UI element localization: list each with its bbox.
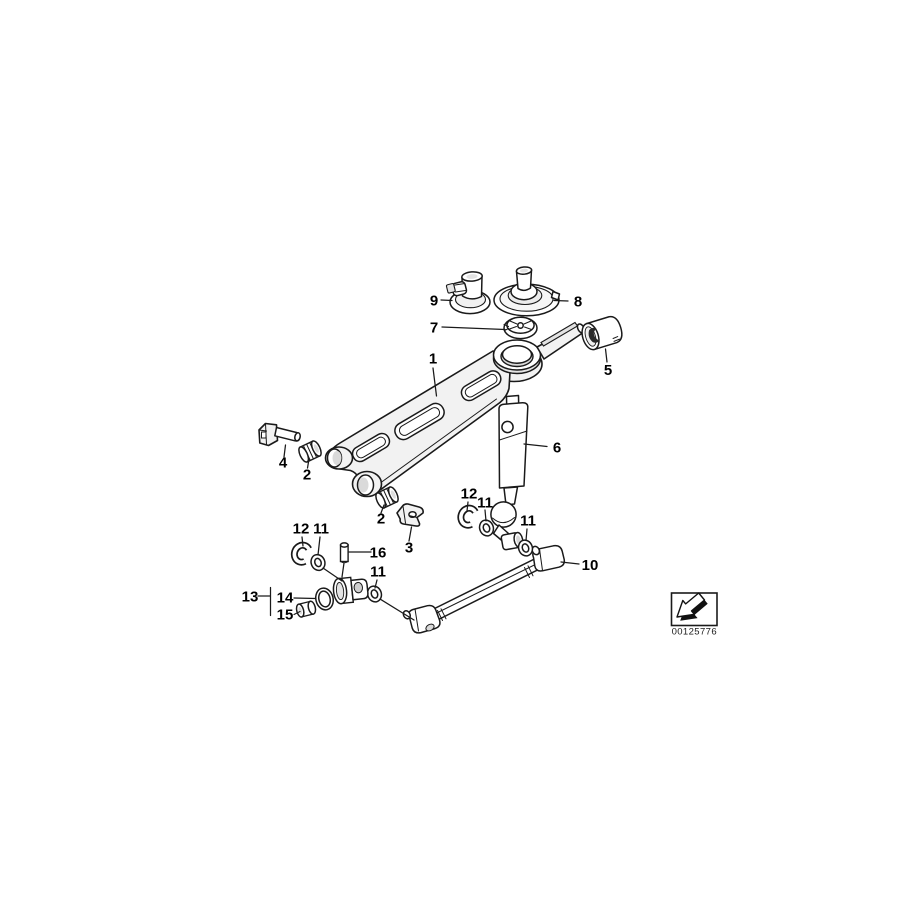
callout-8[interactable]: 8 bbox=[574, 294, 582, 311]
part-15-bushing bbox=[295, 600, 317, 618]
part-11-washer-a bbox=[478, 519, 495, 537]
part-6-damper bbox=[490, 394, 529, 551]
corner-arrow-icon bbox=[676, 592, 708, 621]
part-7-bushing bbox=[503, 316, 538, 340]
callout-15[interactable]: 15 bbox=[277, 607, 294, 624]
part-5-sleeve bbox=[581, 315, 623, 351]
part-11-washer-c bbox=[310, 553, 326, 572]
part-1-shift-arm bbox=[324, 321, 586, 498]
bracket-13-14-15 bbox=[257, 586, 317, 617]
callout-11d[interactable]: 11 bbox=[370, 564, 386, 581]
image-id: 00125776 bbox=[672, 627, 717, 638]
callout-11b[interactable]: 11 bbox=[520, 513, 536, 530]
part-11-washer-b bbox=[517, 539, 534, 557]
id-stamp: 00125776 bbox=[670, 592, 718, 638]
callout-5[interactable]: 5 bbox=[604, 362, 612, 379]
callout-12b[interactable]: 12 bbox=[293, 521, 310, 538]
part-8-boot bbox=[493, 266, 561, 317]
callout-11a[interactable]: 11 bbox=[477, 495, 493, 512]
part-4-pin-lever bbox=[258, 422, 301, 447]
callout-10[interactable]: 10 bbox=[582, 557, 599, 574]
callout-7[interactable]: 7 bbox=[430, 320, 438, 337]
callout-2a[interactable]: 2 bbox=[303, 467, 311, 484]
part-2-bushing-lower bbox=[375, 486, 399, 509]
callout-12a[interactable]: 12 bbox=[461, 486, 478, 503]
part-16-pin bbox=[339, 542, 349, 564]
part-13-joint-socket bbox=[332, 576, 369, 605]
part-12-clip-left bbox=[290, 541, 312, 566]
part-3-bracket bbox=[396, 503, 424, 527]
callout-2b[interactable]: 2 bbox=[377, 511, 385, 528]
callout-4[interactable]: 4 bbox=[279, 455, 288, 472]
callout-14[interactable]: 14 bbox=[277, 590, 294, 607]
part-14-ring bbox=[314, 587, 335, 611]
callout-16[interactable]: 16 bbox=[370, 545, 387, 562]
part-12-clip-right bbox=[457, 504, 479, 529]
part-9-clamp bbox=[445, 271, 491, 315]
callout-1[interactable]: 1 bbox=[429, 351, 437, 368]
callout-11c[interactable]: 11 bbox=[313, 521, 329, 538]
part-10-selector-rod bbox=[402, 544, 566, 634]
part-2-bushing-upper bbox=[298, 440, 322, 463]
leader-lines bbox=[257, 299, 608, 621]
callouts: 1 2 2 3 4 5 6 7 8 9 10 11 11 11 11 12 12… bbox=[242, 293, 613, 624]
callout-6[interactable]: 6 bbox=[553, 440, 561, 457]
callout-9[interactable]: 9 bbox=[430, 293, 438, 310]
callout-3[interactable]: 3 bbox=[405, 540, 413, 557]
callout-13[interactable]: 13 bbox=[242, 589, 259, 606]
